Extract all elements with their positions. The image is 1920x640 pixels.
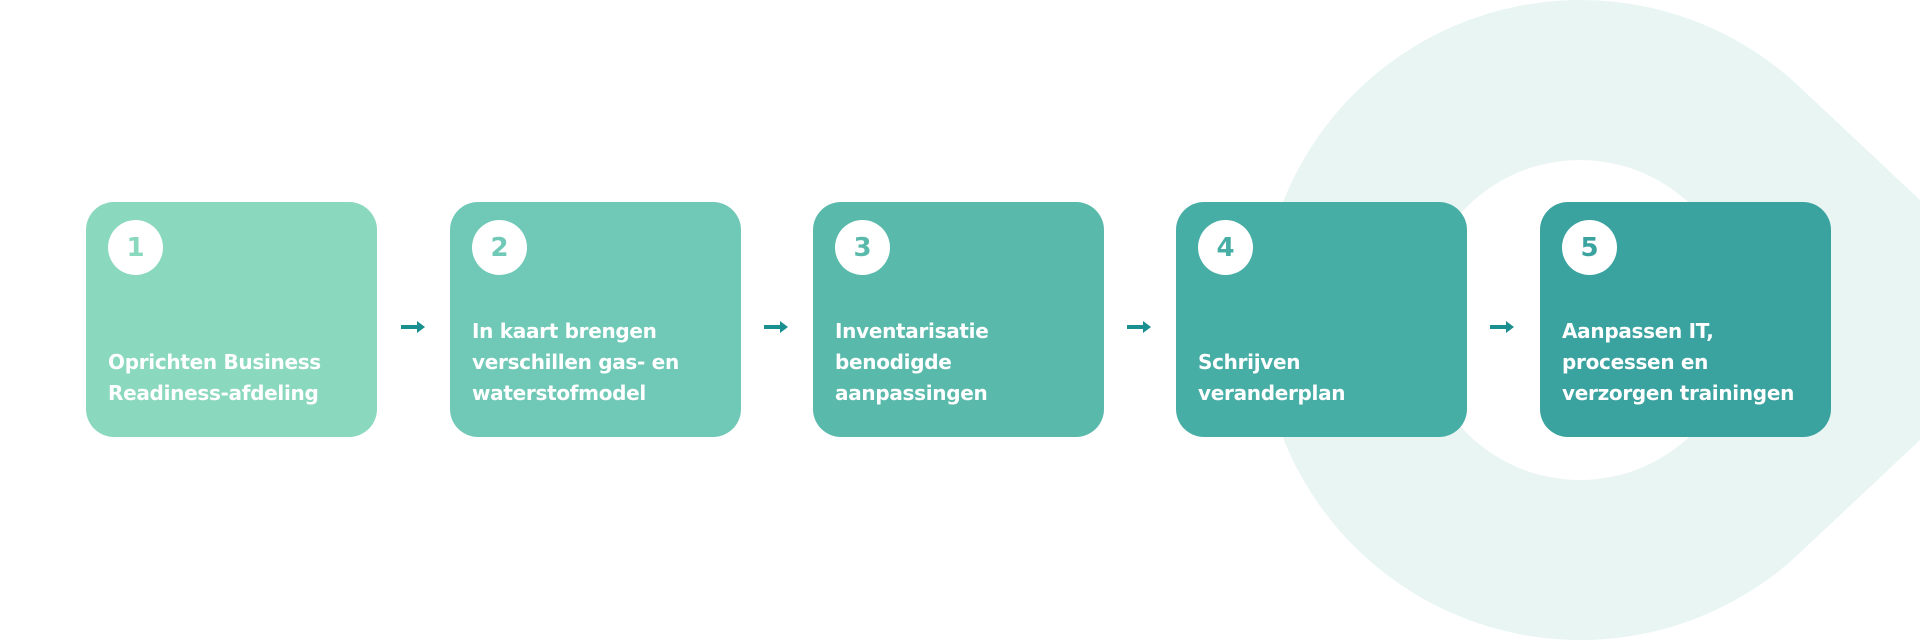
step-card-2: 2 In kaart brengen verschillen gas- en w… [450,202,741,437]
step-label: In kaart brengen verschillen gas- en wat… [472,319,679,405]
arrow-right-icon [1127,321,1151,333]
step-card-1: 1 Oprichten Business Readiness-afdeling [86,202,377,437]
arrow-right-icon [1490,321,1514,333]
step-number-badge: 4 [1198,220,1253,275]
step-label: Schrijven veranderplan [1198,350,1346,405]
arrow-right-icon [764,321,788,333]
step-number-badge: 5 [1562,220,1617,275]
step-number-badge: 2 [472,220,527,275]
step-label: Inventarisatie benodigde aanpassingen [835,319,989,405]
step-label: Oprichten Business Readiness-afdeling [108,350,321,405]
step-card-5: 5 Aanpassen IT, processen en verzorgen t… [1540,202,1831,437]
step-card-3: 3 Inventarisatie benodigde aanpassingen [813,202,1104,437]
step-label: Aanpassen IT, processen en verzorgen tra… [1562,319,1795,405]
step-number-badge: 1 [108,220,163,275]
step-card-4: 4 Schrijven veranderplan [1176,202,1467,437]
step-number-badge: 3 [835,220,890,275]
arrow-right-icon [401,321,425,333]
